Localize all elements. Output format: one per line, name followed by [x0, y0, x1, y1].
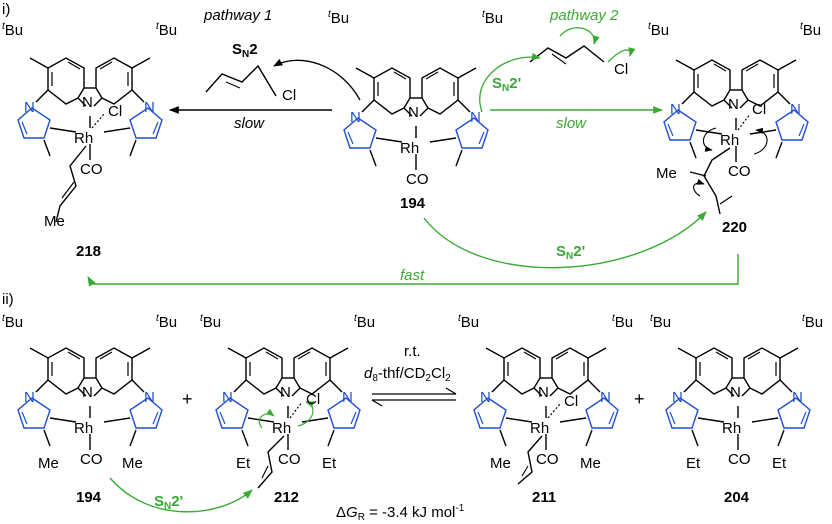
reagent-cl-label: Cl — [282, 87, 297, 104]
conditions-solvent: d8-thf/CD2Cl2 — [364, 365, 451, 384]
n-label: N — [600, 389, 611, 406]
co-label: CO — [728, 451, 751, 468]
compound-220: 220 — [722, 219, 748, 236]
sn2-prime-label: SN2' — [556, 243, 586, 262]
cl-label: Cl — [752, 101, 767, 118]
n-label: N — [728, 96, 739, 113]
co-label: CO — [728, 163, 751, 180]
cl-label: Cl — [108, 103, 123, 120]
tbu-label: tBu — [328, 9, 350, 27]
sn2-prime-label: SN2' — [492, 75, 522, 94]
part-i-label: i) — [2, 1, 11, 18]
n-label: N — [480, 389, 491, 406]
n-label: N — [24, 389, 35, 406]
cl-label: Cl — [564, 393, 579, 410]
n-label: N — [790, 101, 801, 118]
n-label: N — [82, 384, 93, 401]
n-label: N — [792, 389, 803, 406]
rh-label: Rh — [720, 132, 740, 149]
n-label: N — [350, 109, 361, 126]
cl-label: Cl — [306, 391, 321, 408]
n-label: N — [538, 384, 549, 401]
fast-label: fast — [400, 267, 425, 284]
tbu-label: tBu — [156, 313, 178, 331]
compound-218: 218 — [76, 243, 102, 260]
n-label: N — [342, 389, 353, 406]
compound-194: 194 — [400, 195, 426, 212]
sn2-prime-label: SN2' — [154, 493, 184, 512]
n-label: N — [730, 384, 741, 401]
part-ii-label: ii) — [2, 291, 14, 308]
co-label: CO — [536, 451, 559, 468]
slow-label-2: slow — [556, 115, 587, 132]
n-label: N — [280, 384, 291, 401]
complex-218 — [17, 57, 163, 223]
tbu-label: tBu — [354, 313, 376, 331]
tbu-label: tBu — [650, 313, 672, 331]
me-label: Me — [656, 165, 677, 182]
et-label: Et — [772, 455, 787, 472]
n-label: N — [82, 94, 93, 111]
reagent-cl-label: Cl — [614, 61, 629, 78]
free-energy-label: ΔGR = -3.4 kJ mol-1 — [336, 503, 465, 523]
sn2-label: SN2 — [232, 41, 258, 60]
plus-sign: + — [182, 389, 193, 409]
rh-label: Rh — [722, 420, 742, 437]
me-label: Me — [580, 455, 601, 472]
n-label: N — [408, 104, 419, 121]
et-label: Et — [686, 455, 701, 472]
tbu-label: tBu — [2, 21, 24, 39]
rh-label: Rh — [74, 420, 94, 437]
co-label: CO — [406, 171, 429, 188]
slow-label-1: slow — [234, 115, 265, 132]
tbu-label: tBu — [800, 21, 822, 39]
complex-220 — [663, 59, 809, 215]
tbu-label: tBu — [2, 313, 24, 331]
compound-204: 204 — [724, 489, 750, 506]
me-label: Me — [38, 455, 59, 472]
n-label: N — [144, 99, 155, 116]
tbu-label: tBu — [648, 21, 670, 39]
compound-212: 212 — [274, 489, 300, 506]
rh-label: Rh — [74, 130, 94, 147]
n-label: N — [222, 389, 233, 406]
tbu-label: tBu — [802, 313, 824, 331]
n-label: N — [670, 101, 681, 118]
plus-sign: + — [634, 389, 645, 409]
tbu-label: tBu — [200, 313, 222, 331]
complex-211 — [473, 347, 619, 485]
n-label: N — [24, 99, 35, 116]
co-label: CO — [80, 161, 103, 178]
compound-211: 211 — [532, 489, 557, 506]
conditions-temp: r.t. — [404, 343, 421, 360]
co-label: CO — [278, 451, 301, 468]
me-label: Me — [44, 213, 65, 230]
tbu-label: tBu — [458, 313, 480, 331]
n-label: N — [470, 109, 481, 126]
rh-label: Rh — [272, 420, 292, 437]
n-label: N — [672, 389, 683, 406]
tbu-label: tBu — [156, 21, 178, 39]
compound-194-bottom: 194 — [76, 489, 102, 506]
pathway-2-label: pathway 2 — [550, 7, 619, 24]
tbu-label: tBu — [612, 313, 634, 331]
rh-label: Rh — [530, 420, 550, 437]
me-label: Me — [490, 455, 511, 472]
rh-label: Rh — [400, 140, 420, 157]
tbu-label: tBu — [482, 9, 504, 27]
me-label: Me — [122, 455, 143, 472]
et-label: Et — [236, 455, 251, 472]
et-label: Et — [322, 455, 337, 472]
pathway-1-label: pathway 1 — [204, 7, 273, 24]
complex-212 — [215, 347, 361, 489]
n-label: N — [144, 389, 155, 406]
co-label: CO — [80, 451, 103, 468]
